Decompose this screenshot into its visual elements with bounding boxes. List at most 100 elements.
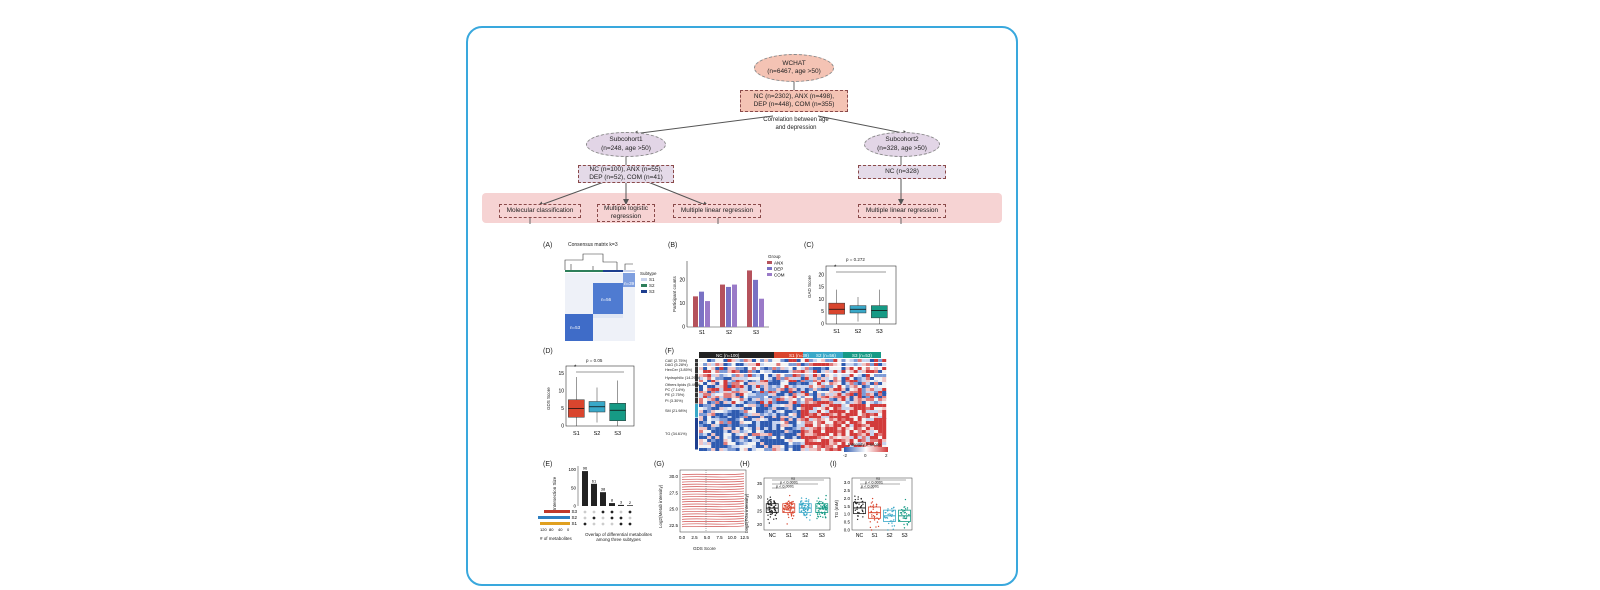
panel-d-letter: (D) [543, 348, 553, 355]
heatmap-cell [861, 418, 866, 421]
heatmap-cell [841, 401, 846, 404]
heatmap-cell [719, 413, 724, 416]
heatmap-cell [845, 398, 850, 401]
metabolite-heatmap [695, 352, 887, 451]
heatmap-cell [751, 416, 756, 419]
panel-a-letter: (A) [543, 242, 553, 249]
heatmap-cell [869, 421, 875, 424]
heatmap-cell [768, 359, 773, 362]
heatmap-cell [849, 439, 854, 442]
heatmap-cell [869, 410, 875, 413]
heatmap-cell [796, 385, 801, 388]
heatmap-cell [764, 382, 769, 385]
heatmap-cell [808, 407, 813, 410]
heatmap-cell [804, 377, 809, 380]
heatmap-cell [861, 398, 866, 401]
trend-line [681, 520, 745, 523]
heatmap-cell [719, 377, 724, 380]
x-tick-label: 7.5 [716, 535, 723, 540]
heatmap-cell [788, 424, 793, 427]
heatmap-cell [751, 401, 756, 404]
heatmap-cell [837, 398, 842, 401]
heatmap-cell [727, 424, 732, 427]
heatmap-cell [731, 433, 736, 436]
heatmap-cell [711, 393, 716, 396]
heatmap-cell [865, 382, 870, 385]
heatmap-cell [755, 436, 761, 439]
heatmap-cell [723, 442, 728, 445]
heatmap-cell [808, 380, 813, 383]
heatmap-cell [711, 398, 716, 401]
heatmap-cell [776, 445, 781, 448]
x-tick-label: 0.0 [679, 535, 686, 540]
data-point-s1 [873, 516, 876, 518]
data-point-s2 [808, 499, 810, 501]
heatmap-cell [865, 421, 870, 424]
data-point-s3 [816, 500, 818, 502]
heatmap-cell [833, 359, 838, 362]
heatmap-cell [792, 363, 797, 366]
trend-line [681, 522, 745, 525]
heatmap-cell [833, 382, 838, 385]
y-tick-label: 25 [757, 508, 763, 513]
heatmap-cell [882, 430, 887, 433]
set-axis-tick: 0 [567, 527, 570, 532]
heatmap-cell [804, 367, 809, 370]
data-point-s2 [801, 503, 804, 506]
heatmap-cell [772, 416, 777, 419]
heatmap-cell [849, 442, 854, 445]
heatmap-cell [780, 427, 785, 430]
heatmap-cell [715, 410, 720, 413]
heatmap-cell [743, 396, 748, 399]
data-point-nc [769, 516, 772, 518]
method-linear-regression-2: Multiple linear regression [858, 204, 946, 218]
heatmap-cell [735, 380, 740, 383]
data-point-s2 [891, 513, 893, 516]
heatmap-cell [764, 396, 769, 399]
heatmap-cell [715, 391, 720, 394]
heatmap-cell [800, 442, 805, 445]
heatmap-cell [711, 430, 716, 433]
heatmap-cell [772, 424, 777, 427]
heatmap-cell [727, 442, 732, 445]
heatmap-cell [699, 427, 704, 430]
heatmap-cell [715, 439, 720, 442]
set-size-bar-s1 [540, 522, 570, 525]
data-point-s3 [821, 512, 824, 515]
heatmap-cell [751, 418, 756, 421]
heatmap-row-annotation [695, 398, 698, 404]
heatmap-cell [751, 374, 756, 377]
heatmap-cell [837, 442, 842, 445]
heatmap-cell [764, 388, 769, 391]
heatmap-cell [731, 385, 736, 388]
heatmap-cell [812, 436, 818, 439]
heatmap-cell [755, 401, 761, 404]
heatmap-cell [833, 388, 838, 391]
heatmap-cell [796, 388, 801, 391]
membership-dot [592, 516, 596, 520]
heatmap-cell [751, 398, 756, 401]
heatmap-cell [776, 416, 781, 419]
heatmap-cell [703, 433, 708, 436]
y-tick-label: 10 [818, 297, 824, 303]
heatmap-cell [861, 424, 866, 427]
heatmap-cell [821, 427, 826, 430]
heatmap-cell [837, 418, 842, 421]
heatmap-cell [735, 363, 740, 366]
heatmap-cell [768, 433, 773, 436]
trend-line [681, 490, 745, 493]
heatmap-cell [857, 407, 862, 410]
data-point-s2 [805, 516, 808, 519]
zscore-legend-title: Intensity z-score [848, 442, 881, 447]
heatmap-cell [731, 398, 736, 401]
heatmap-cell [812, 418, 818, 421]
heatmap-cell [853, 388, 858, 391]
heatmap-cell [760, 388, 765, 391]
heatmap-cell [853, 401, 858, 404]
heatmap-cell [837, 436, 842, 439]
y-tick-label: 2.5 [844, 488, 851, 493]
heatmap-cell [776, 401, 781, 404]
heatmap-cell [723, 374, 728, 377]
heatmap-cell [723, 391, 728, 394]
heatmap-cell [780, 404, 785, 407]
